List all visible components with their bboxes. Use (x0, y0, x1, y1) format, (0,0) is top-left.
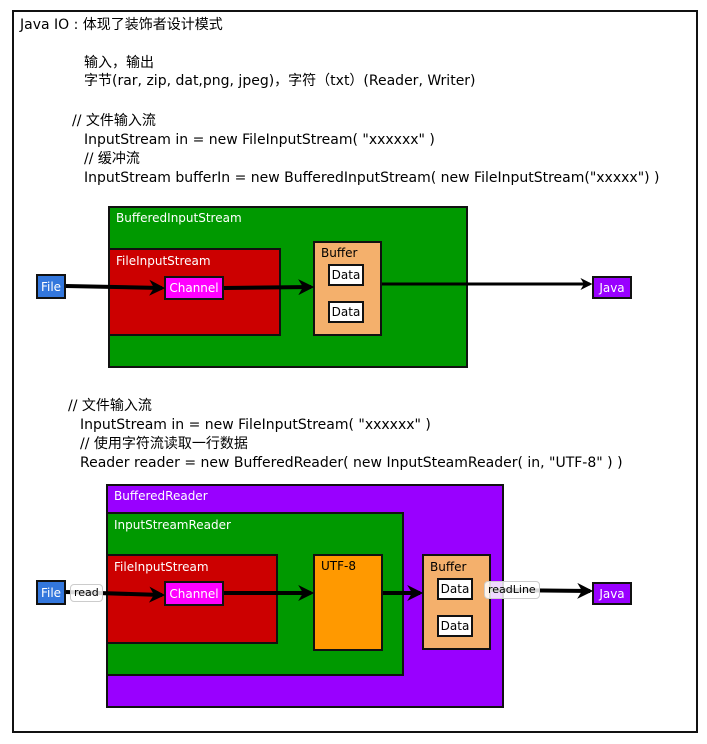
diagram-frame (12, 10, 698, 733)
intro-line-1: 输入，输出 (84, 55, 154, 71)
code1-comment-2: // 缓冲流 (84, 151, 140, 167)
code2-line-1: InputStream in = new FileInputStream( "x… (80, 417, 431, 433)
read-label: read (70, 584, 103, 602)
java-target-node: Java (592, 276, 632, 299)
page-title: Java IO : 体现了装饰者设计模式 (20, 17, 223, 33)
data-node: Data (328, 264, 364, 286)
data-node: Data (437, 578, 473, 600)
code2-comment-2: // 使用字符流读取一行数据 (80, 436, 248, 452)
arrow-channel-to-buffer (223, 279, 315, 296)
buffered-reader-label: BufferedReader (114, 489, 208, 503)
code2-comment-1: // 文件输入流 (68, 398, 152, 414)
utf8-decoder-box: UTF-8 (313, 554, 383, 651)
utf8-label: UTF-8 (321, 559, 356, 573)
code1-line-1: InputStream in = new FileInputStream( "x… (84, 132, 435, 148)
code1-line-2: InputStream bufferIn = new BufferedInput… (84, 170, 660, 186)
file-input-stream-label: FileInputStream (116, 254, 211, 268)
channel-node: Channel (164, 276, 224, 300)
buffered-input-stream-label: BufferedInputStream (116, 211, 242, 225)
arrow-file-to-channel (65, 279, 166, 296)
data-node: Data (328, 301, 364, 323)
channel-node-2: Channel (164, 581, 224, 606)
java-target-node-2: Java (592, 582, 632, 605)
buffer-label-2: Buffer (430, 560, 467, 574)
readline-label: readLine (484, 581, 540, 599)
file-source-node: File (36, 274, 66, 299)
code2-line-2: Reader reader = new BufferedReader( new … (80, 455, 623, 471)
code1-comment-1: // 文件输入流 (72, 113, 156, 129)
input-stream-reader-label: InputStreamReader (114, 518, 231, 532)
buffer-label: Buffer (321, 246, 358, 260)
file-input-stream-label-2: FileInputStream (114, 560, 209, 574)
file-source-node-2: File (36, 580, 66, 605)
intro-line-2: 字节(rar, zip, dat,png, jpeg)，字符（txt）(Read… (84, 73, 476, 89)
data-node: Data (437, 615, 473, 637)
